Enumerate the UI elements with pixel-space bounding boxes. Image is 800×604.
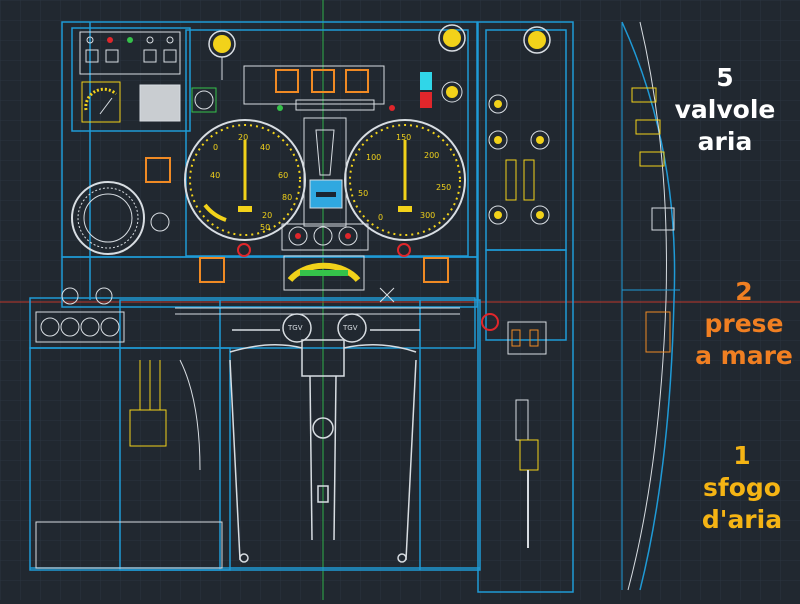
svg-text:TGV: TGV bbox=[342, 324, 358, 332]
callout-prese-a-mare: 2 prese a mare bbox=[678, 276, 800, 372]
right-sea-valves bbox=[481, 313, 547, 355]
left-depth-gauge: 0 20 40 60 80 20 40 50 bbox=[184, 119, 306, 241]
svg-text:20: 20 bbox=[262, 211, 272, 220]
svg-text:200: 200 bbox=[424, 151, 439, 160]
svg-text:0: 0 bbox=[213, 143, 218, 152]
red-valve-right bbox=[397, 243, 411, 257]
left-hydraulic-cluster bbox=[35, 359, 223, 569]
svg-text:250: 250 bbox=[436, 183, 451, 192]
steering-yoke: TGV TGV bbox=[229, 313, 420, 563]
callout-valvole-line1: valvole bbox=[674, 95, 776, 124]
callout-prese-line1: prese bbox=[704, 309, 784, 338]
hand-wheels bbox=[35, 287, 460, 343]
callout-valvole-line2: aria bbox=[697, 127, 753, 156]
callout-prese-number: 2 bbox=[735, 277, 753, 306]
callout-valvole-aria: 5 valvole aria bbox=[650, 62, 800, 158]
callout-valvole-number: 5 bbox=[716, 63, 734, 92]
grey-screen bbox=[139, 84, 181, 122]
dark-knob-center bbox=[194, 90, 214, 110]
svg-text:40: 40 bbox=[260, 143, 270, 152]
cyan-light bbox=[420, 72, 432, 90]
callout-prese-line2: a mare bbox=[695, 341, 793, 370]
svg-text:20: 20 bbox=[238, 133, 248, 142]
svg-text:300: 300 bbox=[420, 211, 435, 220]
small-dials bbox=[281, 223, 369, 251]
svg-text:80: 80 bbox=[282, 193, 292, 202]
side-elevation-view bbox=[621, 21, 680, 591]
top-round-gauges bbox=[208, 24, 551, 103]
dark-knob bbox=[191, 87, 217, 113]
red-light bbox=[420, 92, 432, 108]
svg-text:40: 40 bbox=[210, 171, 220, 180]
svg-text:150: 150 bbox=[396, 133, 411, 142]
callout-sfogo-number: 1 bbox=[733, 441, 751, 470]
svg-text:TGV: TGV bbox=[287, 324, 303, 332]
yellow-meter bbox=[81, 81, 121, 123]
right-pressure-gauge: 0 50 100 150 200 250 300 bbox=[344, 119, 466, 241]
center-column bbox=[303, 117, 347, 227]
indicator-housing bbox=[243, 65, 395, 111]
callout-sfogo-d-aria: 1 sfogo d'aria bbox=[680, 440, 800, 536]
svg-text:60: 60 bbox=[278, 171, 288, 180]
round-compass bbox=[71, 181, 170, 255]
main-panel bbox=[29, 21, 574, 593]
svg-text:100: 100 bbox=[366, 153, 381, 162]
button-box bbox=[79, 31, 181, 75]
inclinometer bbox=[283, 255, 365, 291]
right-air-valves bbox=[488, 94, 550, 225]
air-vent-lever bbox=[515, 399, 539, 548]
svg-text:50: 50 bbox=[260, 223, 270, 232]
callout-sfogo-line1: sfogo bbox=[702, 473, 781, 502]
svg-text:0: 0 bbox=[378, 213, 383, 222]
orange-indicators bbox=[145, 69, 449, 283]
callout-sfogo-line2: d'aria bbox=[701, 505, 783, 534]
svg-text:50: 50 bbox=[358, 189, 368, 198]
red-valve-left bbox=[237, 243, 251, 257]
